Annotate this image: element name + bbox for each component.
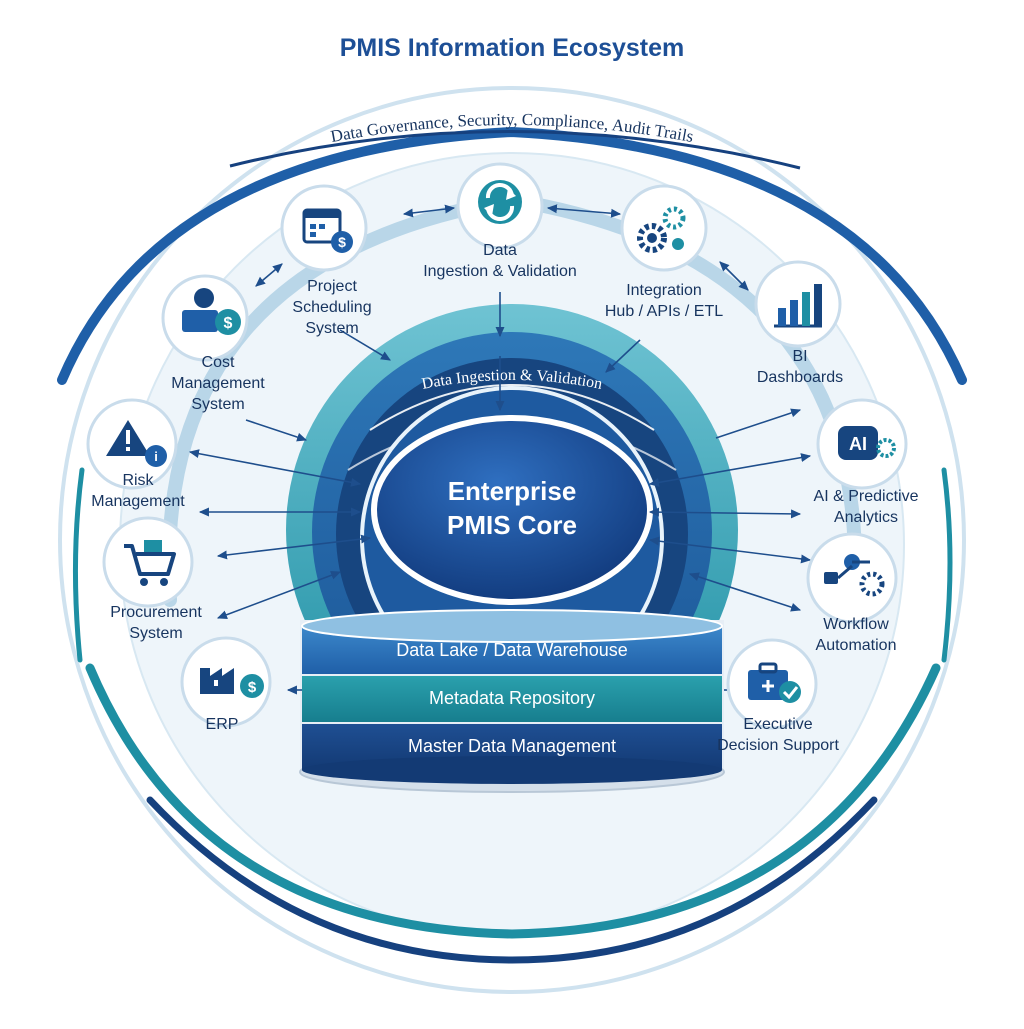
core-label: Enterprise PMIS Core bbox=[446, 476, 578, 540]
gears-icon bbox=[637, 206, 686, 253]
node-label-cost: Cost Management System bbox=[171, 354, 265, 413]
node-label-bi: BI Dashboards bbox=[756, 348, 844, 386]
right-swoosh bbox=[941, 467, 953, 663]
node-label-ingestion: Data Ingestion & Validation bbox=[423, 242, 577, 280]
node-label-scheduling: Project Scheduling System bbox=[292, 278, 372, 337]
briefcase-check-icon bbox=[748, 662, 801, 703]
node-label-ai: AI & Predictive Analytics bbox=[813, 488, 919, 526]
ai-icon: AI bbox=[838, 426, 896, 460]
left-swoosh bbox=[72, 467, 85, 663]
ring-highlight-1 bbox=[369, 384, 655, 431]
bottom-swoosh-navy bbox=[146, 796, 878, 964]
cylinder-top bbox=[301, 609, 723, 643]
node-label-integration: Integration Hub / APIs / ETL bbox=[604, 282, 724, 320]
flow-arrows bbox=[188, 204, 812, 695]
workflow-icon bbox=[824, 554, 885, 597]
node-circle-integration[interactable] bbox=[620, 184, 708, 272]
node-bubbles bbox=[86, 162, 908, 730]
sync-icon bbox=[478, 180, 522, 224]
page-title: PMIS Information Ecosystem bbox=[339, 34, 685, 62]
node-label-erp: ERP bbox=[205, 716, 239, 733]
node-label-procurement: Procurement System bbox=[110, 604, 202, 642]
svg-text:$: $ bbox=[224, 315, 233, 332]
node-label-executive: Executive Decision Support bbox=[717, 716, 839, 754]
node-label-workflow: Workflow Automation bbox=[815, 616, 897, 654]
cost-management-icon: $ bbox=[182, 288, 241, 335]
factory-dollar-icon: $ bbox=[200, 668, 264, 698]
svg-text:AI: AI bbox=[849, 434, 867, 454]
governance-arc-inner bbox=[229, 130, 801, 170]
shopping-cart-icon bbox=[124, 540, 176, 586]
data-store-cylinder bbox=[299, 609, 725, 793]
svg-text:i: i bbox=[154, 449, 158, 464]
layer-metadata bbox=[302, 676, 722, 722]
node-circle-procurement[interactable] bbox=[102, 516, 194, 608]
node-circle-workflow[interactable] bbox=[806, 532, 898, 624]
svg-text:$: $ bbox=[248, 679, 257, 696]
layer-label-master-data: Master Data Management bbox=[407, 736, 617, 756]
svg-text:$: $ bbox=[338, 234, 346, 250]
bar-chart-icon bbox=[774, 284, 822, 328]
node-label-risk: Risk Management bbox=[91, 472, 185, 510]
layer-label-metadata: Metadata Repository bbox=[428, 688, 596, 708]
warning-icon: i bbox=[106, 420, 167, 467]
calendar-dollar-icon: $ bbox=[302, 208, 353, 253]
layer-label-data-lake: Data Lake / Data Warehouse bbox=[396, 640, 628, 660]
bottom-swoosh-teal bbox=[85, 663, 941, 939]
